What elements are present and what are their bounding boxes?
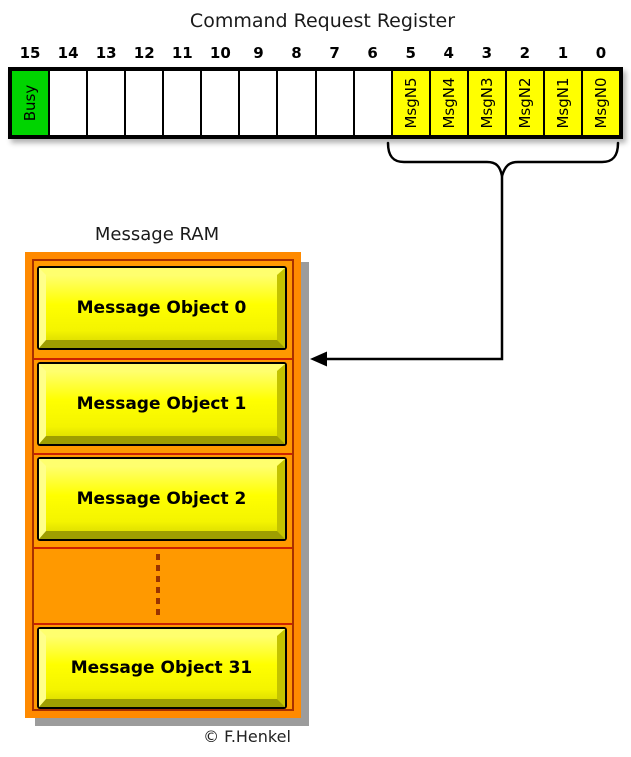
message-object-box: Message Object 2: [37, 457, 287, 541]
bit-cell-13: [88, 71, 125, 135]
bit-cell-5-msgn5: MsgN5: [392, 71, 429, 135]
cell-separator: [34, 547, 292, 549]
bit-cell-label: MsgN3: [477, 77, 496, 129]
bit-number-3: 3: [481, 44, 492, 62]
bit-cell-14: [50, 71, 87, 135]
message-object-box: Message Object 1: [37, 362, 287, 446]
message-object-face: Message Object 1: [39, 364, 285, 444]
bit-number-11: 11: [171, 44, 193, 62]
bit-cell-3-msgn3: MsgN3: [468, 71, 505, 135]
message-object-box: Message Object 0: [37, 266, 287, 350]
message-object-face: Message Object 0: [39, 268, 285, 348]
bit-cell-15-busy: Busy: [12, 71, 49, 135]
bit-cell-0-msgn0: MsgN0: [582, 71, 619, 135]
bit-cell-8: [278, 71, 315, 135]
bit-cell-9: [240, 71, 277, 135]
bit-number-1: 1: [557, 44, 569, 62]
bit-cell-label: MsgN1: [553, 77, 572, 129]
bit-cell-10: [202, 71, 239, 135]
cell-separator: [34, 358, 292, 360]
cell-separator: [34, 453, 292, 455]
message-object-label: Message Object 2: [76, 488, 247, 509]
bit-number-7: 7: [329, 44, 340, 62]
bit-cell-12: [126, 71, 163, 135]
bit-number-5: 5: [405, 44, 416, 62]
message-object-box: Message Object 31: [37, 627, 287, 709]
message-ram-container: Message Object 0 Message Object 1 Messag…: [25, 252, 301, 718]
bit-cell-4-msgn4: MsgN4: [430, 71, 467, 135]
bit-cell-label: Busy: [21, 84, 40, 122]
copyright-text: © F.Henkel: [203, 727, 291, 746]
bit-number-9: 9: [253, 44, 264, 62]
command-request-register: Busy MsgN5 MsgN4 MsgN3 MsgN2 MsgN1 MsgN0: [8, 67, 623, 139]
cell-separator: [34, 623, 292, 625]
arrow-head-icon: [310, 351, 327, 367]
bit-number-14: 14: [57, 44, 79, 62]
bit-cell-label: MsgN2: [515, 77, 534, 129]
bit-number-6: 6: [367, 44, 378, 62]
message-object-face: Message Object 2: [39, 459, 285, 539]
message-object-label: Message Object 31: [70, 657, 253, 678]
message-object-label: Message Object 0: [76, 297, 247, 318]
bit-cell-7: [316, 71, 353, 135]
message-object-label: Message Object 1: [76, 393, 247, 414]
bit-cell-2-msgn2: MsgN2: [506, 71, 543, 135]
bit-number-15: 15: [19, 44, 41, 62]
arrow-line: [324, 176, 504, 361]
bit-number-12: 12: [133, 44, 155, 62]
bit-number-4: 4: [443, 44, 454, 62]
bit-cell-11: [164, 71, 201, 135]
bit-number-13: 13: [95, 44, 117, 62]
bit-cell-label: MsgN5: [401, 77, 420, 129]
ellipsis-dashed-line: [156, 554, 160, 618]
bit-number-10: 10: [209, 44, 231, 62]
diagram-title: Command Request Register: [189, 10, 456, 32]
message-ram-label: Message RAM: [94, 224, 220, 245]
bit-cell-label: MsgN4: [439, 77, 458, 129]
bit-cell-1-msgn1: MsgN1: [544, 71, 581, 135]
message-object-face: Message Object 31: [39, 629, 285, 707]
bit-number-8: 8: [291, 44, 302, 62]
bit-number-2: 2: [519, 44, 531, 62]
bit-cell-label: MsgN0: [591, 77, 610, 129]
bit-cell-6: [354, 71, 391, 135]
bit-number-row: 15 14 13 12 11 10 9 8 7 6 5 4 3 2 1 0: [8, 44, 623, 64]
bit-number-0: 0: [595, 44, 607, 62]
bits-group-brace: [386, 141, 620, 177]
